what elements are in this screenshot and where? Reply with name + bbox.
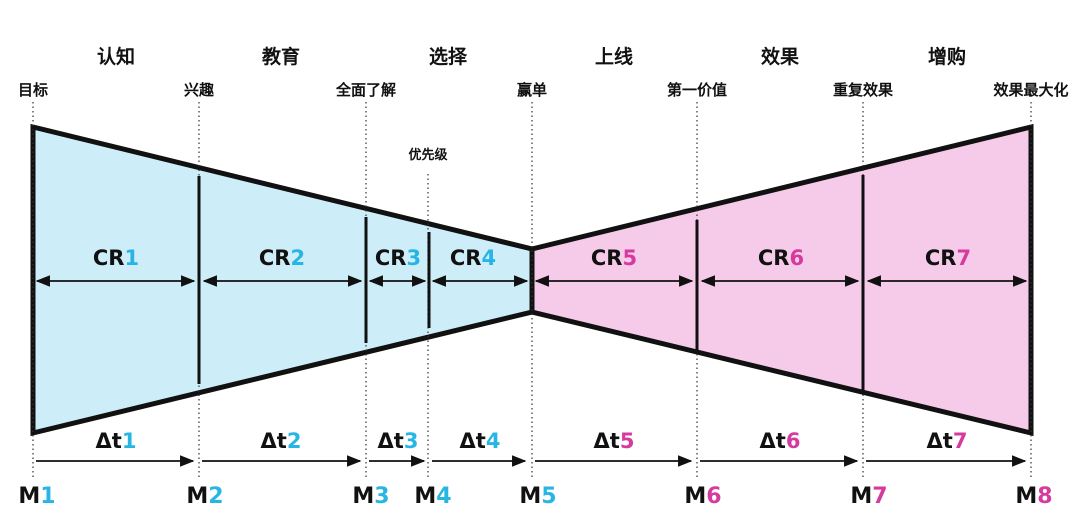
milestone-label: 全面了解 bbox=[335, 81, 396, 99]
stage-label: 认知 bbox=[97, 45, 135, 68]
cr-label: CR1 bbox=[93, 246, 139, 270]
cr-label: CR2 bbox=[259, 246, 305, 270]
cr-label: CR7 bbox=[925, 246, 971, 270]
right-funnel-shape bbox=[529, 123, 1034, 437]
stage-label: 增购 bbox=[928, 45, 966, 68]
milestone-label: 重复效果 bbox=[833, 81, 894, 99]
stage-label: 上线 bbox=[595, 45, 633, 68]
milestone-label: 赢单 bbox=[517, 81, 547, 99]
m-label: M7 bbox=[850, 484, 887, 509]
stage-label: 教育 bbox=[262, 45, 300, 68]
dt-label: Δt3 bbox=[378, 429, 419, 453]
cr-label: CR4 bbox=[450, 246, 496, 270]
dt-label: Δt4 bbox=[460, 429, 501, 453]
m-label: M8 bbox=[1015, 484, 1052, 509]
stage-label: 选择 bbox=[429, 46, 468, 68]
stage-label: 效果 bbox=[761, 45, 799, 68]
m-label: M4 bbox=[414, 484, 451, 509]
m-label: M5 bbox=[519, 484, 556, 509]
milestone-labels: 目标 兴趣 全面了解 赢单 第一价值 重复效果 效果最大化 bbox=[18, 81, 1069, 99]
dt-label: Δt1 bbox=[96, 429, 137, 453]
dt-label: Δt6 bbox=[760, 429, 801, 453]
milestone-label: 效果最大化 bbox=[993, 81, 1068, 99]
m-label: M6 bbox=[684, 484, 721, 509]
stage-dividers bbox=[197, 175, 865, 393]
dt-label: Δt5 bbox=[594, 429, 635, 453]
cr-label: CR6 bbox=[758, 246, 804, 270]
m-label: M3 bbox=[352, 484, 389, 509]
dt-labels: Δt1 Δt2 Δt3 Δt4 Δt5 Δt6 Δt7 bbox=[96, 429, 968, 453]
milestone-guides bbox=[32, 102, 1032, 478]
dt-label: Δt7 bbox=[927, 429, 968, 453]
left-funnel-shape bbox=[30, 123, 535, 437]
milestone-label: 目标 bbox=[18, 81, 48, 99]
milestone-label: 兴趣 bbox=[184, 81, 215, 99]
m-label: M1 bbox=[18, 484, 55, 509]
stage-labels: 认知 教育 选择 上线 效果 增购 bbox=[97, 45, 966, 68]
priority-label: 优先级 bbox=[408, 147, 448, 163]
cr-labels: CR1 CR2 CR3 CR4 CR5 CR6 CR7 bbox=[93, 246, 971, 270]
m-label: M2 bbox=[186, 484, 223, 509]
milestone-label: 第一价值 bbox=[667, 81, 727, 99]
cr-label: CR5 bbox=[591, 246, 637, 270]
dt-label: Δt2 bbox=[261, 429, 302, 453]
cr-label: CR3 bbox=[375, 246, 421, 270]
m-labels: M1 M2 M3 M4 M5 M6 M7 M8 bbox=[18, 484, 1052, 509]
